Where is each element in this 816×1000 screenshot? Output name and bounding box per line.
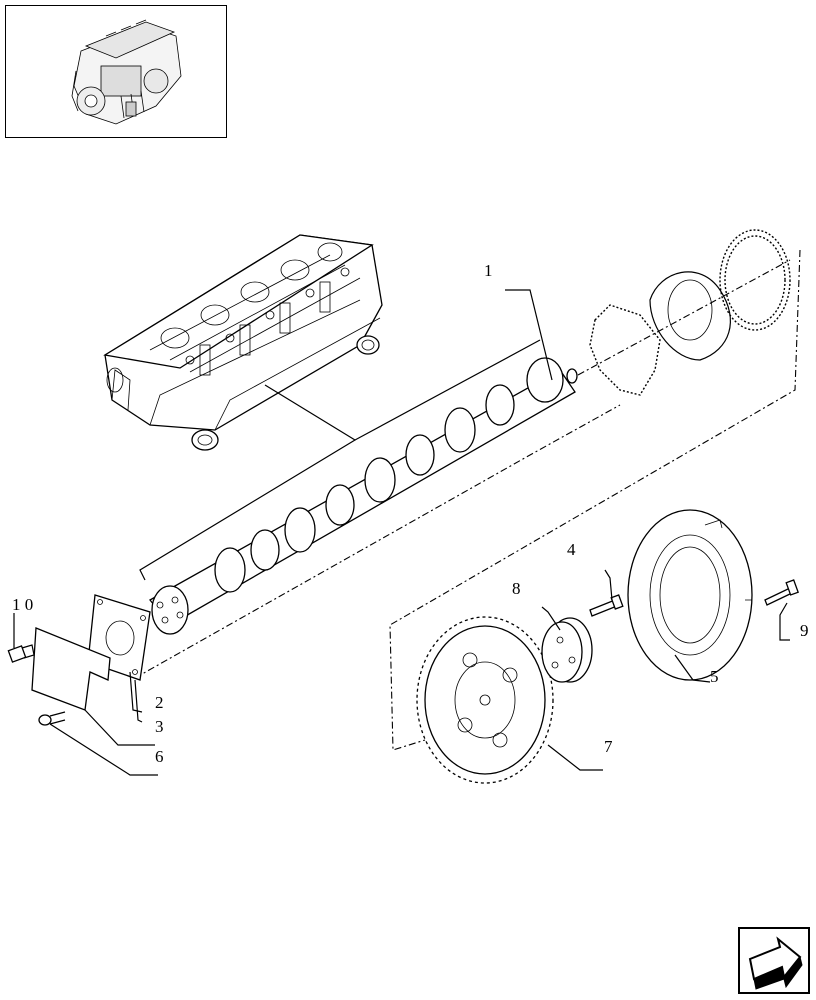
callout-10[interactable]: 1 0 [12,595,33,614]
callout-8[interactable]: 8 [512,579,521,598]
callout-4[interactable]: 4 [567,540,576,559]
callout-2[interactable]: 2 [155,693,164,712]
screw-6 [38,711,66,726]
gear-cover [627,509,753,681]
rear-cover-group [589,229,791,396]
cover-plate [31,627,111,711]
bolt-4 [589,594,624,617]
callout-5[interactable]: 5 [710,667,719,686]
callout-6[interactable]: 6 [155,747,164,766]
callout-1[interactable]: 1 [484,261,493,280]
camshaft [149,357,578,635]
engine-thumbnail[interactable] [5,5,227,138]
screw-10 [7,644,35,663]
next-page-button[interactable] [738,927,810,994]
engine-thumbnail-icon [71,19,182,125]
callout-3[interactable]: 3 [155,717,164,736]
bolt-9 [764,579,799,606]
spacer-ring [541,617,593,683]
next-page-arrow-icon [748,936,803,990]
cylinder-head [103,234,383,451]
callout-7[interactable]: 7 [604,737,613,756]
camshaft-gear [416,616,554,784]
callout-9[interactable]: 9 [800,621,809,640]
